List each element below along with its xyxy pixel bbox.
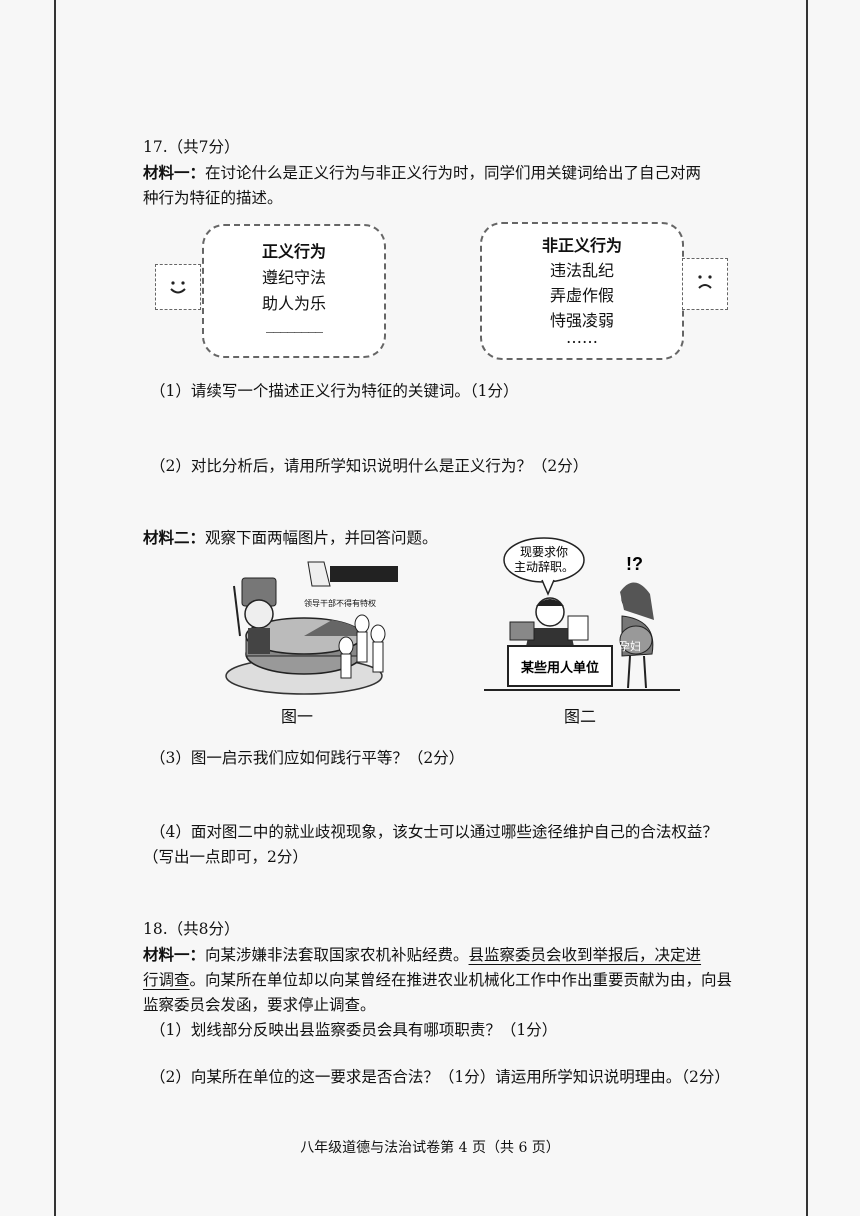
q18-sub1: （1）划线部分反映出县监察委员会具有哪项职责？（1分） — [150, 1021, 558, 1039]
figure2-tag: 孕妇 — [619, 640, 641, 653]
page-footer: 八年级道德与法治试卷第 4 页（共 6 页） — [300, 1140, 560, 1156]
just-behavior-item: 助人为乐 — [261, 294, 326, 313]
q17-material2-line: 材料二：观察下面两幅图片，并回答问题。 — [143, 527, 438, 549]
q17-material2-text: 观察下面两幅图片，并回答问题。 — [205, 529, 438, 547]
q18-header: 18.（共8分） — [143, 920, 240, 938]
unjust-behavior-item: …… — [566, 328, 598, 347]
q18-material1-text: 向某涉嫌非法套取国家农机补贴经费。 — [205, 946, 469, 964]
q18-underlined-text: 县监察委员会收到举报后，决定进 — [468, 946, 702, 964]
q17-sub3: （3）图一启示我们应如何践行平等？（2分） — [150, 749, 465, 767]
q18-sub2: （2）向某所在单位的这一要求是否合法？（1分）请运用所学知识说明理由。（2分） — [150, 1068, 730, 1086]
figure2-bubble-line2: 主动辞职。 — [514, 559, 574, 574]
unjust-behavior-item: 弄虚作假 — [549, 286, 614, 305]
just-behavior-item: 遵纪守法 — [261, 268, 326, 287]
q17-sub4-line2: （写出一点即可，2分） — [143, 848, 308, 866]
smiley-face-icon — [155, 264, 201, 310]
figure2-cartoon: 现要求你 主动辞职。 !? 某些用人单位 孕妇 — [484, 537, 680, 691]
q18-material1-line2: 行调查。向某所在单位却以向某曾经在推进农业机械化工作中作出重要贡献为由，向县 — [143, 969, 732, 991]
q17-sub2: （2）对比分析后，请用所学知识说明什么是正义行为？（2分） — [150, 457, 589, 475]
unjust-behavior-title: 非正义行为 — [541, 236, 622, 255]
just-behavior-title: 正义行为 — [261, 242, 326, 261]
q17-sub1: （1）请续写一个描述正义行为特征的关键词。（1分） — [150, 382, 519, 400]
q17-header: 17.（共7分） — [143, 138, 240, 156]
figure1-caption: 图一 — [280, 707, 313, 726]
q18-material1-label: 材料一： — [143, 945, 206, 964]
frown-face-icon — [682, 258, 728, 310]
unjust-behavior-item: 违法乱纪 — [549, 261, 614, 280]
figure2-bubble-line1: 现要求你 — [520, 545, 568, 559]
q17-material2-label: 材料二： — [143, 528, 206, 547]
q18-material1-line3: 监察委员会发函，要求停止调查。 — [143, 996, 376, 1014]
figure2-desk-sign: 某些用人单位 — [520, 660, 599, 675]
figure2-exclaim: !? — [626, 554, 643, 574]
q18-material1-line1: 材料一：向某涉嫌非法套取国家农机补贴经费。县监察委员会收到举报后，决定进 — [143, 944, 701, 966]
unjust-behavior-box: 非正义行为 违法乱纪 弄虚作假 恃强凌弱 …… — [480, 222, 684, 360]
q17-material1-text: 在讨论什么是正义行为与非正义行为时，同学们用关键词给出了自己对两 — [205, 164, 702, 182]
figure2-caption: 图二 — [563, 707, 596, 726]
unjust-behavior-item: 恃强凌弱 — [549, 311, 614, 330]
q17-material1-label: 材料一： — [143, 163, 206, 182]
page-border-right — [806, 0, 808, 1216]
page-border-left — [54, 0, 56, 1216]
q18-underlined-text: 行调查 — [143, 971, 190, 989]
figure1-cartoon: 领导干部不得有特权 — [225, 561, 398, 695]
figure1-sign: 领导干部不得有特权 — [304, 598, 376, 608]
q17-material1-line1: 材料一：在讨论什么是正义行为与非正义行为时，同学们用关键词给出了自己对两 — [143, 162, 701, 184]
just-behavior-box: 正义行为 遵纪守法 助人为乐 ________ — [202, 224, 386, 358]
just-behavior-blank: ________ — [266, 314, 323, 333]
q17-material1-line2: 种行为特征的描述。 — [143, 189, 283, 207]
q17-sub4-line1: （4）面对图二中的就业歧视现象，该女士可以通过哪些途径维护自己的合法权益？ — [150, 823, 718, 841]
q18-material1-text: 。向某所在单位却以向某曾经在推进农业机械化工作中作出重要贡献为由，向县 — [189, 971, 733, 989]
